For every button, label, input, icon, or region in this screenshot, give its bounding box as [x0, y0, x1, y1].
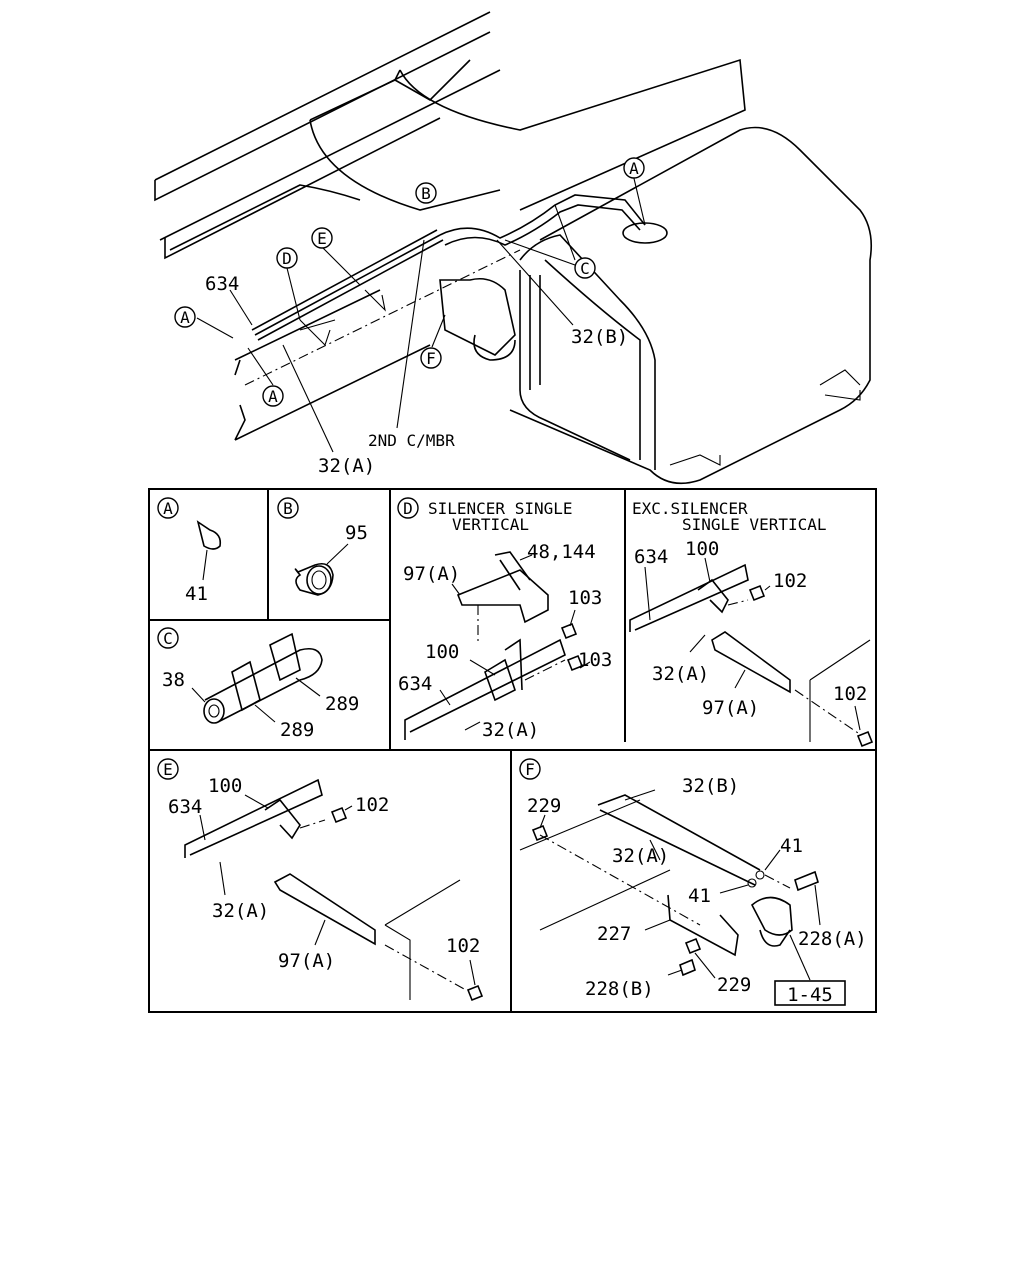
svg-text:C: C — [580, 259, 590, 278]
detail-d-label-103-lower: 103 — [578, 649, 612, 671]
detail-f-reference-box: 1-45 — [774, 980, 846, 1006]
main-label-2nd-cross-member: 2ND C/MBR — [368, 431, 455, 450]
detail-a-callout: A — [157, 497, 179, 519]
callout-a-3: A — [623, 157, 645, 179]
detail-f-label-227: 227 — [597, 923, 631, 945]
detail-e-label-97a: 97(A) — [278, 950, 335, 972]
detail-e-label-634: 634 — [168, 796, 202, 818]
detail-exc-label-102-lower: 102 — [833, 683, 867, 705]
detail-exc-label-32a: 32(A) — [652, 663, 709, 685]
detail-f-label-41-upper: 41 — [780, 835, 803, 857]
svg-text:C: C — [163, 629, 173, 648]
detail-c-label-38: 38 — [162, 669, 185, 691]
detail-exc-title-line2: SINGLE VERTICAL — [682, 515, 827, 534]
detail-f-label-41-lower: 41 — [688, 885, 711, 907]
detail-f-label-229-upper: 229 — [527, 795, 561, 817]
detail-d-label-634: 634 — [398, 673, 432, 695]
detail-f-label-229-lower: 229 — [717, 974, 751, 996]
detail-exc-label-102-upper: 102 — [773, 570, 807, 592]
detail-b-callout: B — [277, 497, 299, 519]
detail-a-label-41: 41 — [185, 583, 208, 605]
detail-a-panel: A 41 — [157, 497, 222, 605]
detail-f-callout: F — [519, 758, 541, 780]
svg-text:E: E — [163, 760, 173, 779]
detail-f-label-228a: 228(A) — [798, 928, 867, 950]
detail-f-label-32b: 32(B) — [682, 775, 739, 797]
detail-c-label-289-lower: 289 — [280, 719, 314, 741]
detail-c-callout: C — [157, 627, 179, 649]
main-label-32b: 32(B) — [571, 326, 628, 348]
detail-d-title-line2: VERTICAL — [452, 515, 529, 534]
detail-d-label-103-upper: 103 — [568, 587, 602, 609]
detail-exc-label-634: 634 — [634, 546, 668, 568]
detail-d-label-97a: 97(A) — [403, 563, 460, 585]
detail-e-label-32a: 32(A) — [212, 900, 269, 922]
detail-exc-silencer-single-vertical-panel: EXC.SILENCER SINGLE VERTICAL 634 100 102… — [629, 499, 874, 748]
detail-f-panel: F 32(B) 229 41 32(A) 41 227 228(A) 228(B… — [519, 758, 867, 1006]
detail-exc-label-100: 100 — [685, 538, 719, 560]
callout-c: C — [574, 257, 596, 279]
callout-b: B — [415, 182, 437, 204]
main-assembly-view: 634 32(A) 32(B) 2ND C/MBR A A A B C D E … — [154, 11, 873, 485]
callout-f: F — [420, 347, 442, 369]
detail-d-silencer-single-vertical-panel: D SILENCER SINGLE VERTICAL 48,144 97(A) … — [397, 497, 612, 741]
detail-e-label-102-lower: 102 — [446, 935, 480, 957]
detail-f-label-32a: 32(A) — [612, 845, 669, 867]
svg-text:A: A — [180, 308, 190, 327]
main-label-634: 634 — [205, 273, 239, 295]
detail-d-title-line1: SILENCER SINGLE — [428, 499, 573, 518]
svg-text:E: E — [317, 229, 327, 248]
svg-text:B: B — [283, 499, 293, 518]
svg-text:D: D — [282, 249, 292, 268]
callout-a-2: A — [262, 385, 284, 407]
detail-d-label-48-144: 48,144 — [527, 541, 596, 563]
detail-d-label-100: 100 — [425, 641, 459, 663]
detail-exc-title-line1: EXC.SILENCER — [632, 499, 748, 518]
detail-f-label-228b: 228(B) — [585, 978, 654, 1000]
callout-a-1: A — [174, 306, 196, 328]
detail-e-label-102-upper: 102 — [355, 794, 389, 816]
svg-text:A: A — [629, 159, 639, 178]
svg-text:F: F — [525, 760, 535, 779]
svg-text:B: B — [421, 184, 431, 203]
detail-f-ref-label: 1-45 — [787, 984, 833, 1006]
detail-d-callout: D — [397, 497, 419, 519]
detail-c-label-289-upper: 289 — [325, 693, 359, 715]
svg-text:A: A — [268, 387, 278, 406]
detail-e-callout: E — [157, 758, 179, 780]
detail-panel-grid — [148, 488, 877, 1013]
detail-b-label-95: 95 — [345, 522, 368, 544]
detail-c-panel: C 38 289 289 — [157, 627, 359, 741]
detail-exc-label-97a: 97(A) — [702, 697, 759, 719]
detail-b-panel: B 95 — [277, 497, 368, 596]
svg-text:A: A — [163, 499, 173, 518]
callout-e: E — [311, 227, 333, 249]
detail-d-label-32a: 32(A) — [482, 719, 539, 741]
svg-text:D: D — [403, 499, 413, 518]
main-label-32a: 32(A) — [318, 455, 375, 477]
detail-e-label-100: 100 — [208, 775, 242, 797]
svg-text:F: F — [426, 349, 436, 368]
callout-d: D — [276, 247, 298, 269]
detail-e-panel: E 100 634 102 32(A) 97(A) 102 — [157, 758, 484, 1002]
